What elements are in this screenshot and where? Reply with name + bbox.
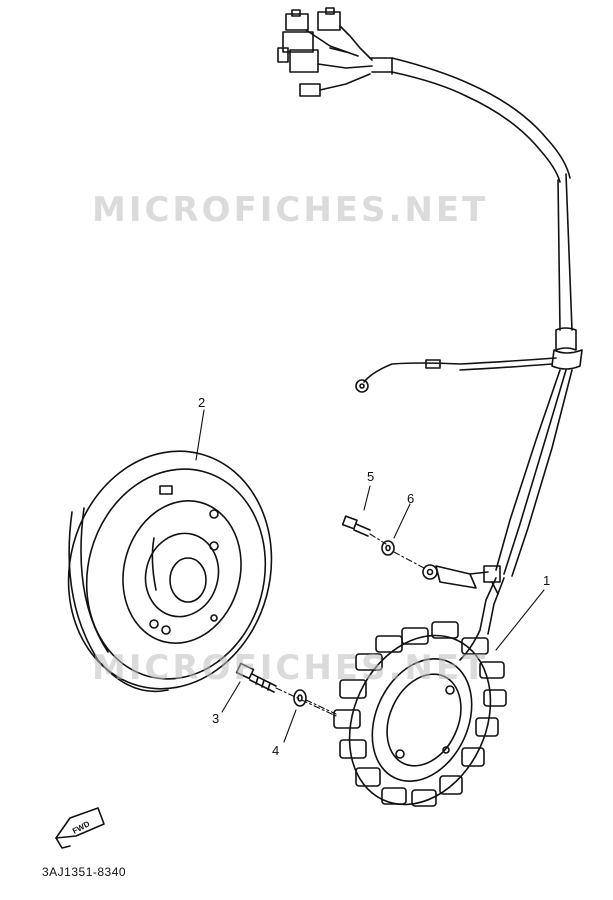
leader-lines xyxy=(195,409,545,743)
stator-coil xyxy=(333,621,507,807)
rotor-flywheel xyxy=(67,450,273,693)
callout-part-3: 3 xyxy=(212,711,220,726)
wire-harness-cable xyxy=(369,57,583,370)
ground-lead-wire xyxy=(355,357,557,393)
forward-direction-arrow xyxy=(55,807,105,849)
washer-part-4 xyxy=(293,689,307,707)
pickup-coil-clamp xyxy=(422,564,489,589)
callout-part-5: 5 xyxy=(367,469,375,484)
bolt-part-3 xyxy=(235,662,277,693)
diagram-code: 3AJ1351-8340 xyxy=(42,865,127,879)
callout-part-4: 4 xyxy=(272,743,280,758)
callout-part-2: 2 xyxy=(198,395,206,410)
stator-lead-wires xyxy=(459,369,573,661)
screw-part-5 xyxy=(341,515,371,537)
wire-connector-block xyxy=(277,7,373,97)
callout-part-1: 1 xyxy=(543,573,551,588)
callout-part-6: 6 xyxy=(407,491,415,506)
washer-part-6 xyxy=(381,540,395,556)
